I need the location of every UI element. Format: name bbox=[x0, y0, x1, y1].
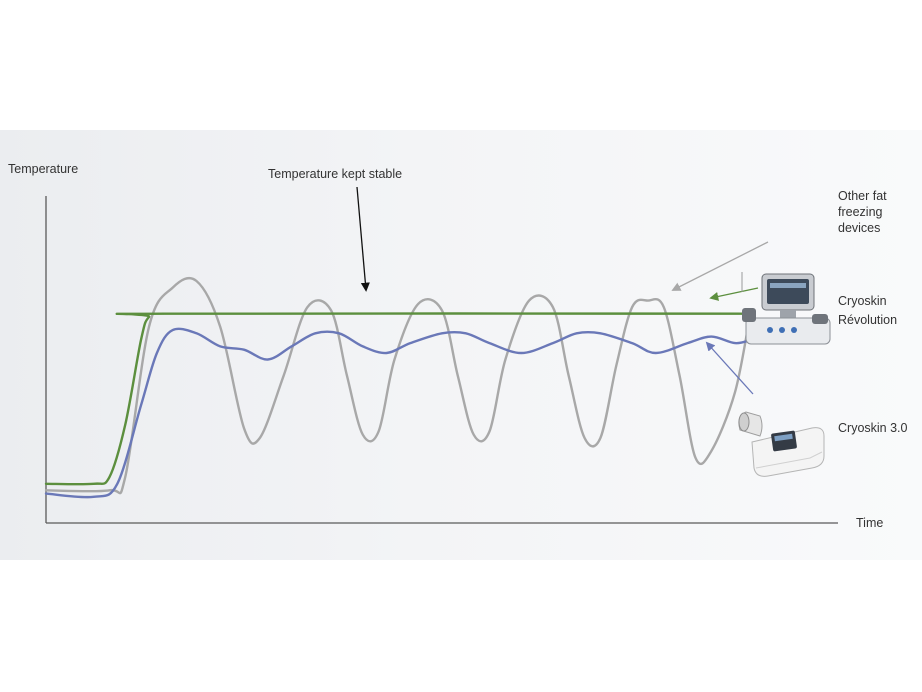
x-axis-label: Time bbox=[856, 516, 883, 530]
line-chart: Temperature Time Temperature kept stable… bbox=[8, 162, 908, 530]
series-line-other-fat-freezing-devices bbox=[44, 277, 753, 495]
revolution-arrow bbox=[709, 287, 759, 301]
series-line-cryoskin-3-0 bbox=[44, 327, 753, 499]
other-devices-arrow bbox=[671, 241, 769, 291]
series-label-revolution-line-1: Cryoskin bbox=[838, 294, 887, 308]
annotation-arrow bbox=[356, 186, 370, 292]
series-label-other-line-3: devices bbox=[838, 221, 880, 235]
series-line-cryoskin-revolution bbox=[44, 312, 753, 486]
chart-panel: Temperature Time Temperature kept stable… bbox=[0, 130, 922, 560]
y-axis-label: Temperature bbox=[8, 162, 78, 176]
series-layer bbox=[44, 277, 753, 499]
cryoskin-revolution-device-image bbox=[741, 272, 831, 345]
cryoskin-3-device-image bbox=[738, 411, 825, 477]
series-label-other-line-2: freezing bbox=[838, 205, 883, 219]
annotation-label: Temperature kept stable bbox=[268, 167, 402, 181]
series-label-other-line-1: Other fat bbox=[838, 189, 887, 203]
cryoskin3-arrow bbox=[705, 341, 754, 395]
series-label-cryoskin3: Cryoskin 3.0 bbox=[838, 421, 908, 435]
series-label-revolution-line-2: Révolution bbox=[838, 313, 897, 327]
